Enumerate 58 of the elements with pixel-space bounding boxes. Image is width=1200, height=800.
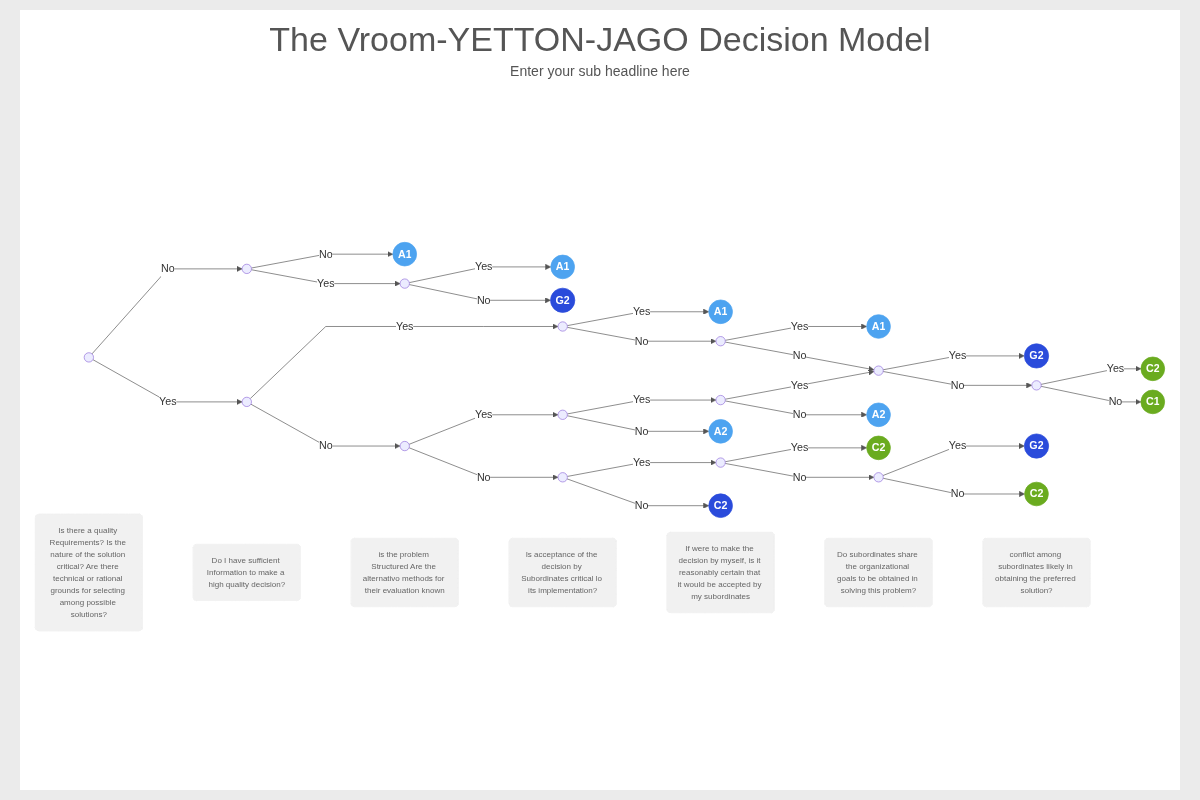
edge-label: No (634, 499, 649, 512)
node-circle: A2 (708, 419, 733, 444)
edge-label: Yes (948, 349, 967, 362)
edge-label: No (1108, 395, 1123, 408)
node-circle (715, 457, 726, 468)
node-circle (557, 472, 568, 483)
edge-label: Yes (632, 456, 651, 468)
edge-label: Yes (474, 260, 493, 273)
edge-label: No (950, 487, 965, 500)
node-circle: G2 (1024, 433, 1049, 459)
subtitle: Enter your sub headline here (510, 63, 690, 79)
node-circle (83, 352, 94, 363)
node-circle: C2 (708, 493, 733, 518)
edge-label: No (792, 471, 807, 483)
node-circle: A2 (866, 402, 891, 427)
node-circle: C2 (866, 435, 891, 461)
node-circle (557, 321, 568, 332)
node-circle: G2 (550, 287, 576, 313)
node-circle (715, 395, 726, 406)
node-circle: C1 (1140, 389, 1165, 415)
node-circle: C2 (1140, 356, 1165, 381)
edge-label: No (634, 335, 649, 347)
node-circle: C2 (1024, 481, 1049, 507)
node-circle (873, 472, 884, 483)
node-circle (1031, 380, 1042, 391)
edge-label: Yes (396, 320, 414, 332)
node-circle: A1 (866, 314, 891, 339)
edge-label: No (476, 294, 491, 306)
title: The Vroom-YETTON-JAGO Decision Model (269, 20, 931, 59)
edge-label: Yes (1106, 362, 1125, 375)
edge-label: No (950, 379, 965, 391)
node-circle (715, 336, 726, 347)
edge-label: No (792, 349, 807, 362)
node-circle (399, 441, 410, 452)
edge-label: No (634, 425, 649, 437)
node-circle (557, 409, 568, 420)
edge-label: Yes (159, 395, 177, 408)
edge-label: No (318, 440, 333, 452)
node-circle: A1 (392, 241, 417, 267)
edge-label: Yes (790, 379, 809, 391)
edge-label: No (476, 471, 491, 483)
node-circle (241, 396, 252, 407)
node-circle (873, 365, 884, 376)
edge-label: Yes (790, 320, 809, 332)
node-circle (399, 278, 410, 289)
edge-label: Yes (317, 277, 335, 289)
node-circle: A1 (708, 299, 733, 324)
edge-label: No (160, 262, 175, 275)
edge-label: Yes (948, 440, 967, 452)
node-circle: G2 (1024, 343, 1049, 369)
node-circle: A1 (550, 254, 575, 280)
node-circle (241, 263, 252, 274)
edge-label: No (318, 248, 333, 260)
edge-label: Yes (632, 394, 651, 406)
edge-label: Yes (474, 408, 493, 421)
edge-label: No (792, 408, 807, 421)
edge-label: Yes (632, 305, 651, 318)
edge-label: Yes (790, 441, 809, 454)
